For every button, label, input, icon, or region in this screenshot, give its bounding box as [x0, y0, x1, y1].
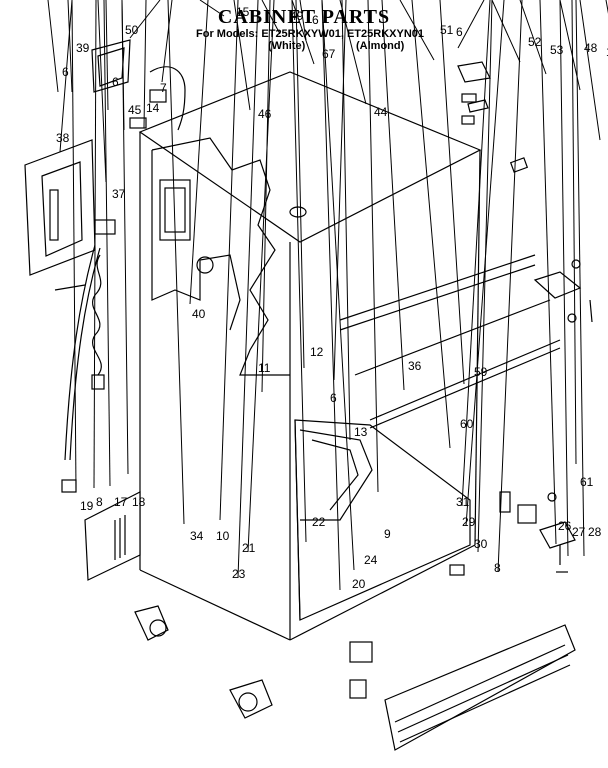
callout-c11: 11 — [258, 361, 271, 375]
leader-line-c19 — [71, 0, 77, 491]
callout-c9: 9 — [384, 527, 391, 541]
leader-line-c30 — [477, 0, 493, 553]
page-title: CABINET PARTS — [217, 6, 391, 28]
callout-c10: 10 — [216, 529, 230, 543]
leader-line-c52 — [491, 0, 521, 63]
leader-line-c6b — [105, 0, 109, 111]
callout-c27: 27 — [572, 525, 586, 539]
callout-c6e: 6 — [330, 391, 337, 405]
leader-line-c23 — [237, 0, 259, 579]
leader-line-c27 — [559, 0, 569, 557]
leader-line-c17 — [103, 0, 111, 487]
leader-line-c20 — [321, 0, 341, 591]
leader-line-c60 — [411, 0, 451, 449]
callout-c8b: 8 — [494, 561, 501, 575]
variant-white: (White) — [268, 40, 306, 52]
callout-c6a: 6 — [62, 65, 69, 79]
leader-line-c31 — [461, 0, 491, 507]
leader-line-c1 — [579, 0, 601, 141]
callout-c6c: 6 — [312, 13, 319, 27]
leader-line-c67 — [291, 0, 315, 65]
leader-line-c51 — [399, 0, 435, 61]
callout-c45: 45 — [128, 103, 142, 117]
callout-c31: 31 — [456, 495, 470, 509]
leader-line-c12 — [295, 0, 305, 369]
variant-almond: (Almond) — [356, 40, 405, 52]
leader-line-c38 — [59, 0, 73, 153]
leader-line-c11 — [261, 0, 271, 393]
leader-line-c34 — [167, 0, 185, 525]
leader-line-c9 — [367, 0, 379, 493]
callout-c12: 12 — [310, 345, 324, 359]
callout-c1: 1 — [606, 45, 608, 59]
leader-line-c28 — [575, 0, 585, 557]
leader-line-c6c — [299, 0, 307, 41]
leader-line-c6d — [457, 0, 485, 49]
callout-c20: 20 — [352, 577, 366, 591]
callout-c44: 44 — [374, 105, 388, 119]
callout-c29: 29 — [462, 515, 476, 529]
right-components — [349, 61, 593, 751]
leader-line-c40 — [189, 0, 209, 305]
callout-c19: 19 — [80, 499, 94, 513]
cabinet-body — [138, 71, 561, 641]
callout-c21: 21 — [242, 541, 256, 555]
callout-c18: 18 — [132, 495, 146, 509]
callout-c13: 13 — [354, 425, 368, 439]
leader-line-c26 — [539, 0, 557, 545]
callout-c40: 40 — [192, 307, 206, 321]
leader-line-c18 — [121, 0, 129, 475]
callout-c7: 7 — [160, 81, 167, 95]
leader-line-c6e — [333, 0, 347, 381]
callout-c14: 14 — [146, 101, 160, 115]
callout-c50: 50 — [125, 23, 139, 37]
models-line: For Models: ET25RKXYW01, ET25RKXYN01 — [196, 28, 425, 40]
callout-c36: 36 — [408, 359, 422, 373]
leader-line-c6a — [47, 0, 59, 93]
callout-c38: 38 — [56, 131, 70, 145]
leader-line-c59 — [439, 0, 465, 385]
callout-c34: 34 — [190, 529, 204, 543]
leader-line-c21 — [247, 0, 275, 553]
leader-line-c7 — [161, 0, 173, 83]
leader-line-c36 — [381, 0, 405, 391]
leader-line-c24 — [321, 0, 355, 571]
callout-c51: 51 — [440, 23, 454, 37]
leader-line-c46 — [233, 0, 251, 111]
callout-layer: 6383937645507141546496674451652534815425… — [47, 0, 608, 591]
leader-line-c10 — [219, 0, 239, 521]
leader-line-c37 — [97, 0, 107, 183]
callout-c59: 59 — [474, 365, 488, 379]
callout-c39: 39 — [76, 41, 90, 55]
leader-line-c49 — [261, 0, 281, 35]
leader-line-c13 — [341, 0, 351, 441]
callout-c53: 53 — [550, 43, 564, 57]
callout-c8a: 8 — [96, 495, 103, 509]
leader-line-c8a — [93, 0, 97, 489]
leader-line-c14 — [143, 0, 147, 129]
callout-c24: 24 — [364, 553, 378, 567]
leader-line-c39 — [67, 0, 73, 93]
callout-c30: 30 — [474, 537, 488, 551]
leader-line-c15 — [199, 0, 225, 17]
callout-c28: 28 — [588, 525, 602, 539]
callout-c6b: 6 — [112, 75, 119, 89]
callout-c17: 17 — [114, 495, 128, 509]
leader-line-c8b — [497, 0, 523, 573]
callout-c6d: 6 — [456, 25, 463, 39]
callout-c61: 61 — [580, 475, 594, 489]
callout-c22: 22 — [312, 515, 326, 529]
leader-line-c50 — [129, 0, 161, 39]
leader-line-c44 — [339, 0, 367, 105]
callout-c15: 15 — [236, 5, 250, 19]
left-components — [24, 39, 273, 719]
callout-c26: 26 — [558, 519, 572, 533]
leader-line-c22 — [291, 0, 307, 543]
callout-c37: 37 — [112, 187, 126, 201]
callout-c46: 46 — [258, 107, 272, 121]
leader-line-c61 — [571, 0, 577, 465]
callout-c23: 23 — [232, 567, 246, 581]
